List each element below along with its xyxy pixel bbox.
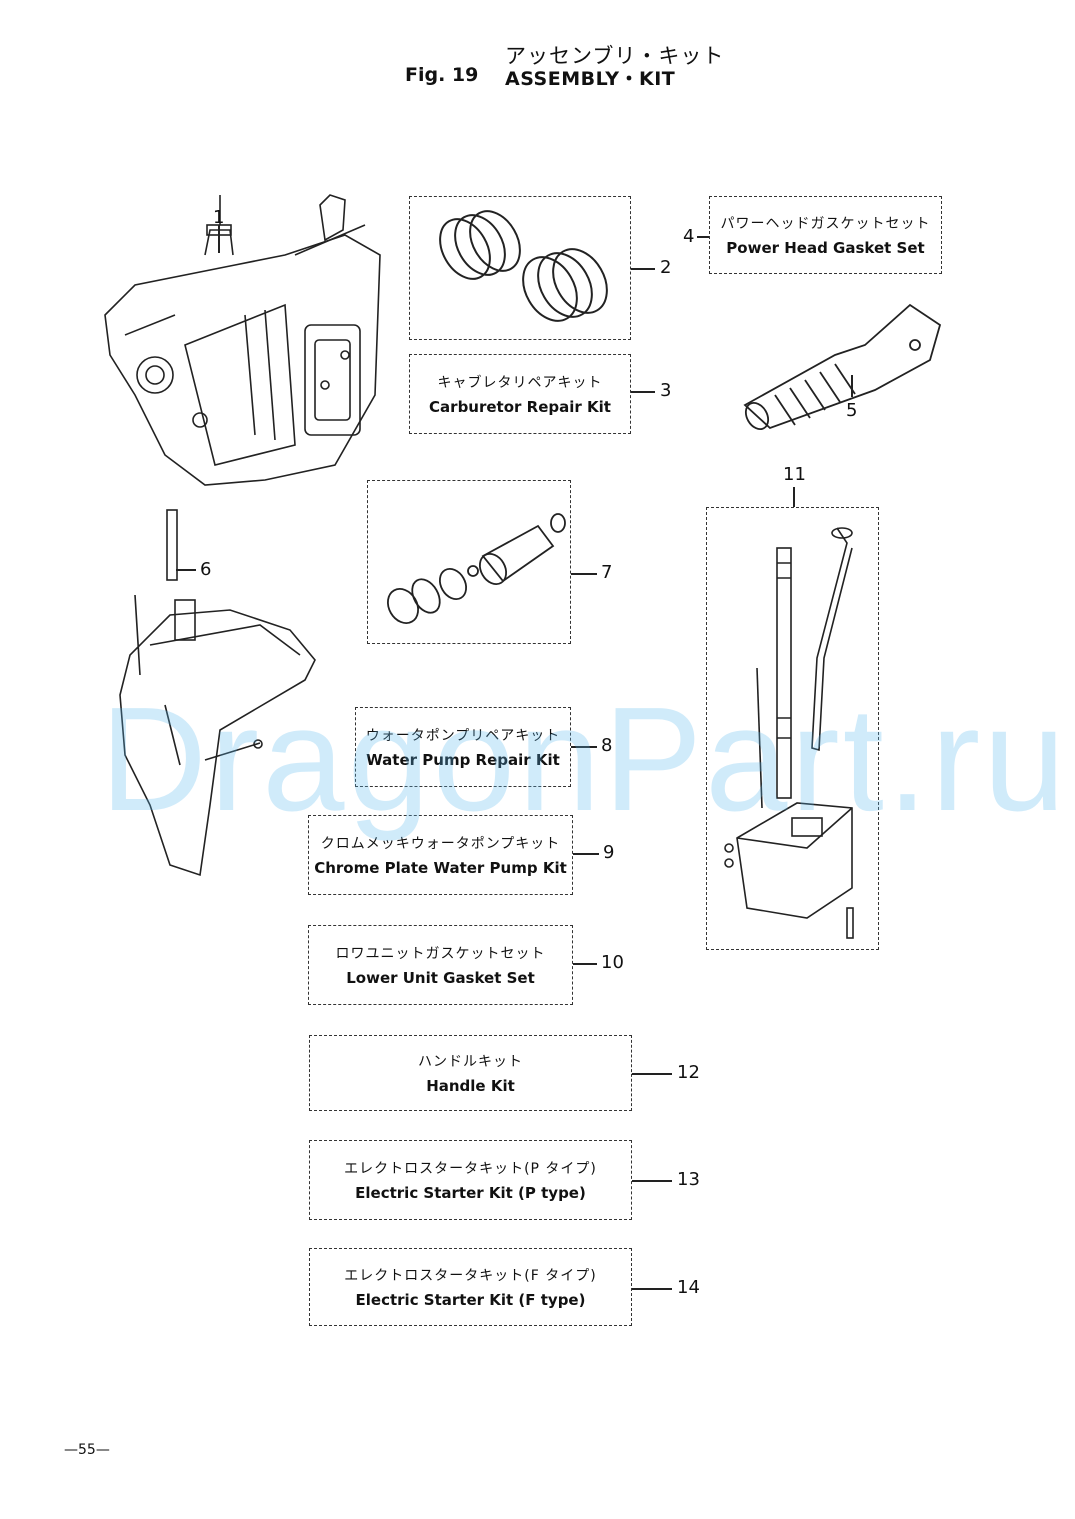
leader-line-11: [793, 487, 795, 507]
kit-3-label-en: Carburetor Repair Kit: [429, 398, 611, 416]
drive-shaft-illustration: [724, 527, 854, 939]
kit-box-8: ウォータポンプリペアキット Water Pump Repair Kit: [355, 707, 571, 787]
part-number-1: 1: [213, 207, 225, 228]
kit-box-2: [409, 196, 631, 340]
pump-parts-illustration: [387, 513, 566, 624]
kit-box-9: クロムメッキウォータポンプキット Chrome Plate Water Pump…: [308, 815, 573, 895]
kit-number-2: 2: [660, 257, 672, 278]
leader-line-13: [632, 1180, 672, 1182]
kit-number-4: 4: [683, 226, 695, 247]
kit-4-label-jp: パワーヘッドガスケットセット: [720, 216, 931, 232]
leader-line-6: [176, 569, 196, 571]
leader-line-2: [631, 268, 655, 270]
kit-box-11: [706, 507, 879, 950]
kit-number-13: 13: [677, 1169, 700, 1190]
kit-12-label-en: Handle Kit: [426, 1077, 515, 1095]
kit-box-12: ハンドルキット Handle Kit: [309, 1035, 632, 1111]
leader-line-4: [697, 236, 709, 238]
kit-box-4: パワーヘッドガスケットセット Power Head Gasket Set: [709, 196, 942, 274]
kit-13-label-jp: エレクトロスタータキット(P タイプ): [344, 1161, 597, 1177]
kit-9-label-en: Chrome Plate Water Pump Kit: [314, 859, 567, 877]
kit-4-label-en: Power Head Gasket Set: [726, 239, 925, 257]
kit-number-8: 8: [601, 735, 613, 756]
kit-14-label-en: Electric Starter Kit (F type): [355, 1291, 586, 1309]
kit-number-7: 7: [601, 562, 613, 583]
leader-line-9: [573, 853, 599, 855]
kit-number-3: 3: [660, 380, 672, 401]
kit-box-3: キャブレタリペアキット Carburetor Repair Kit: [409, 354, 631, 434]
handle-illustration: [743, 303, 942, 431]
figure-label: Fig. 19: [405, 64, 479, 86]
piston-rings-illustration: [439, 210, 608, 322]
kit-box-10: ロワユニットガスケットセット Lower Unit Gasket Set: [308, 925, 573, 1005]
part-number-5: 5: [846, 400, 858, 421]
kit-number-10: 10: [601, 952, 624, 973]
leader-line-5: [851, 375, 853, 397]
kit-box-14: エレクトロスタータキット(F タイプ) Electric Starter Kit…: [309, 1248, 632, 1326]
kit-13-label-en: Electric Starter Kit (P type): [355, 1184, 586, 1202]
watermark: DragonPart.ru: [100, 677, 1069, 842]
kit-number-12: 12: [677, 1062, 700, 1083]
kit-10-label-jp: ロワユニットガスケットセット: [335, 946, 546, 962]
leader-line-14: [632, 1288, 672, 1290]
title-japanese: アッセンブリ・キット: [505, 44, 725, 68]
leader-line-10: [573, 963, 597, 965]
kit-3-label-jp: キャブレタリペアキット: [437, 375, 603, 391]
title-english: ASSEMBLY・KIT: [505, 68, 676, 90]
kit-10-label-en: Lower Unit Gasket Set: [346, 969, 535, 987]
part-number-11: 11: [783, 464, 806, 485]
leader-line-3: [631, 391, 655, 393]
part-number-6: 6: [200, 559, 212, 580]
leader-line-1: [218, 225, 220, 253]
kit-box-13: エレクトロスタータキット(P タイプ) Electric Starter Kit…: [309, 1140, 632, 1220]
leader-line-7: [571, 573, 597, 575]
page-number: —55—: [64, 1442, 110, 1458]
kit-8-label-en: Water Pump Repair Kit: [366, 751, 560, 769]
kit-box-7: [367, 480, 571, 644]
kit-12-label-jp: ハンドルキット: [418, 1054, 523, 1070]
leader-line-12: [632, 1073, 672, 1075]
kit-8-label-jp: ウォータポンプリペアキット: [365, 728, 561, 744]
kit-number-14: 14: [677, 1277, 700, 1298]
kit-number-9: 9: [603, 842, 615, 863]
kit-14-label-jp: エレクトロスタータキット(F タイプ): [344, 1268, 597, 1284]
leader-line-8: [571, 746, 597, 748]
kit-9-label-jp: クロムメッキウォータポンプキット: [320, 836, 561, 852]
lower-unit-illustration: [119, 509, 316, 877]
power-head-illustration: [104, 194, 381, 486]
